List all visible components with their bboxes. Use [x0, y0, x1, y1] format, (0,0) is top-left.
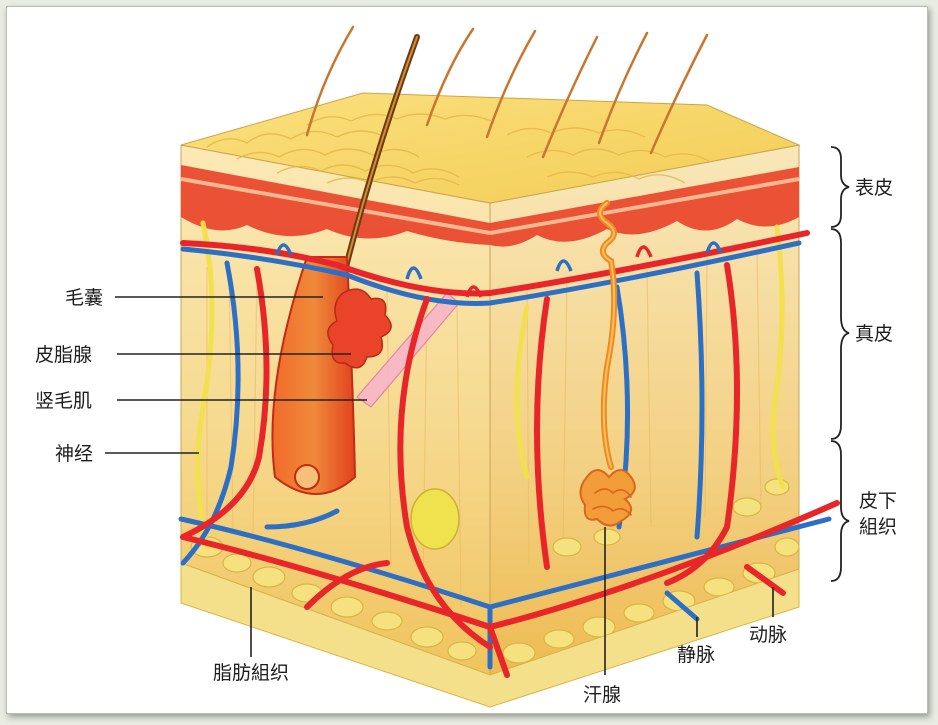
brace-epidermis [831, 147, 849, 227]
pacinian-corpuscle [411, 489, 459, 549]
label-subcutaneous-1: 皮下 [859, 490, 897, 512]
label-epidermis: 表皮 [855, 177, 893, 199]
label-sweat-gland: 汗腺 [583, 684, 621, 706]
label-dermis: 真皮 [855, 323, 893, 345]
brace-dermis [831, 229, 849, 439]
label-artery: 动脉 [749, 624, 787, 646]
label-sebaceous-gland: 皮脂腺 [35, 344, 92, 366]
diagram-frame: 毛囊 皮脂腺 竖毛肌 神经 脂肪組织 汗腺 静脉 动脉 表皮 真皮 皮下 組织 [6, 6, 928, 714]
layer-braces [831, 147, 849, 581]
label-nerve: 神经 [55, 443, 93, 465]
label-hair-follicle: 毛囊 [65, 287, 103, 309]
brace-subcutaneous [831, 441, 849, 581]
label-arrector-pili: 竖毛肌 [35, 390, 92, 412]
label-fat-tissue: 脂肪組织 [213, 662, 289, 684]
label-vein: 静脉 [677, 644, 715, 666]
skin-cross-section-diagram: 毛囊 皮脂腺 竖毛肌 神经 脂肪組织 汗腺 静脉 动脉 表皮 真皮 皮下 組织 [7, 7, 927, 713]
label-subcutaneous-2: 組织 [859, 516, 897, 538]
